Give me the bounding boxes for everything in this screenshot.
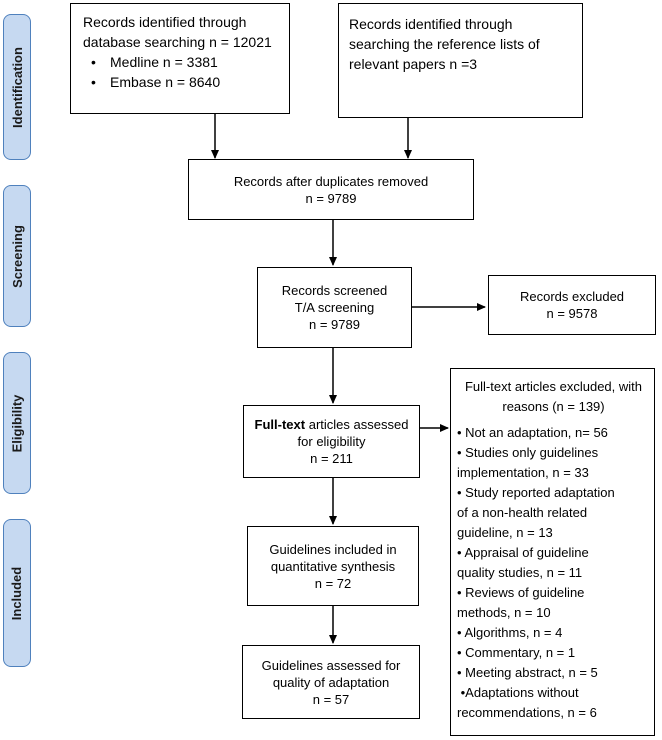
dup-line2: n = 9789	[305, 190, 357, 206]
quality-line2: quality of adaptation	[272, 674, 390, 690]
db-line2: database searching n = 12021	[83, 34, 272, 50]
excluded-line1: Records excluded	[519, 289, 625, 304]
reason-line: • Not an adaptation, n= 56	[457, 425, 608, 440]
reason-line: methods, n = 10	[457, 605, 551, 620]
fulltext-line1: Full-text articles assessed	[255, 416, 409, 433]
screened-line3: n = 9789	[309, 317, 360, 332]
records-reference-lists-box: Records identified through searching the…	[338, 3, 583, 118]
reason-line: • Meeting abstract, n = 5	[457, 665, 598, 680]
inc-line3: n = 72	[314, 575, 352, 591]
screened-line2: T/A screening	[294, 300, 375, 315]
records-excluded-box: Records excluded n = 9578	[488, 275, 656, 335]
reason-line: • Study reported adaptation	[457, 485, 615, 500]
records-database-box: Records identified through database sear…	[70, 3, 290, 114]
reason-line: • Algorithms, n = 4	[457, 625, 563, 640]
included-quantitative-box: Guidelines included in quantitative synt…	[247, 526, 419, 606]
fulltext-assessed-box: Full-text articles assessed for eligibil…	[243, 405, 420, 478]
fx-header2: reasons (n = 139)	[502, 399, 605, 414]
inc-line1: Guidelines included in	[269, 541, 397, 557]
refs-line3: relevant papers n =3	[349, 56, 478, 72]
records-screened-box: Records screened T/A screening n = 9789	[257, 267, 412, 348]
db-source-medline: Medline n = 3381	[83, 52, 279, 72]
reason-line: quality studies, n = 11	[457, 565, 583, 580]
reason-line: guideline, n = 13	[457, 525, 553, 540]
refs-line1: Records identified through	[349, 16, 513, 32]
fulltext-line2: for eligibility	[297, 434, 366, 449]
fulltext-rest: articles assessed	[305, 417, 409, 432]
phase-screening: Screening	[3, 185, 31, 327]
quality-line1: Guidelines assessed for	[261, 657, 401, 673]
screened-line1: Records screened	[281, 283, 388, 298]
excluded-line2: n = 9578	[546, 306, 598, 321]
reason-line: recommendations, n = 6	[457, 705, 597, 720]
phase-identification-label: Identification	[9, 46, 25, 128]
quality-assessed-box: Guidelines assessed for quality of adapt…	[242, 645, 420, 719]
fx-header1: Full-text articles excluded, with	[464, 379, 642, 394]
fulltext-bold: Full-text	[254, 417, 306, 432]
phase-included-label: Included	[9, 566, 25, 620]
phase-identification: Identification	[3, 14, 31, 160]
reason-line: •Adaptations without	[457, 685, 579, 700]
phase-eligibility-label: Eligibility	[9, 394, 25, 452]
inc-line2: quantitative synthesis	[270, 558, 396, 574]
db-source-list: Medline n = 3381 Embase n = 8640	[83, 52, 279, 92]
fulltext-line3: n = 211	[310, 451, 353, 466]
db-source-embase: Embase n = 8640	[83, 72, 279, 92]
db-line1: Records identified through	[83, 14, 247, 30]
reason-line: • Appraisal of guideline	[457, 545, 589, 560]
refs-line2: searching the reference lists of	[349, 36, 540, 52]
dup-line1: Records after duplicates removed	[233, 173, 429, 189]
reason-line: • Reviews of guideline	[457, 585, 585, 600]
phase-screening-label: Screening	[9, 224, 25, 288]
reason-line: • Studies only guidelines	[457, 445, 599, 460]
reason-line: implementation, n = 33	[457, 465, 589, 480]
quality-line3: n = 57	[312, 691, 350, 707]
phase-eligibility: Eligibility	[3, 352, 31, 494]
duplicates-removed-box: Records after duplicates removed n = 978…	[188, 159, 474, 220]
reason-line: • Commentary, n = 1	[457, 645, 576, 660]
fulltext-excluded-box: Full-text articles excluded, with reason…	[450, 368, 655, 736]
reason-line: of a non-health related	[457, 505, 588, 520]
phase-included: Included	[3, 519, 31, 667]
fulltext-excluded-header: Full-text articles excluded, with reason…	[457, 377, 650, 417]
